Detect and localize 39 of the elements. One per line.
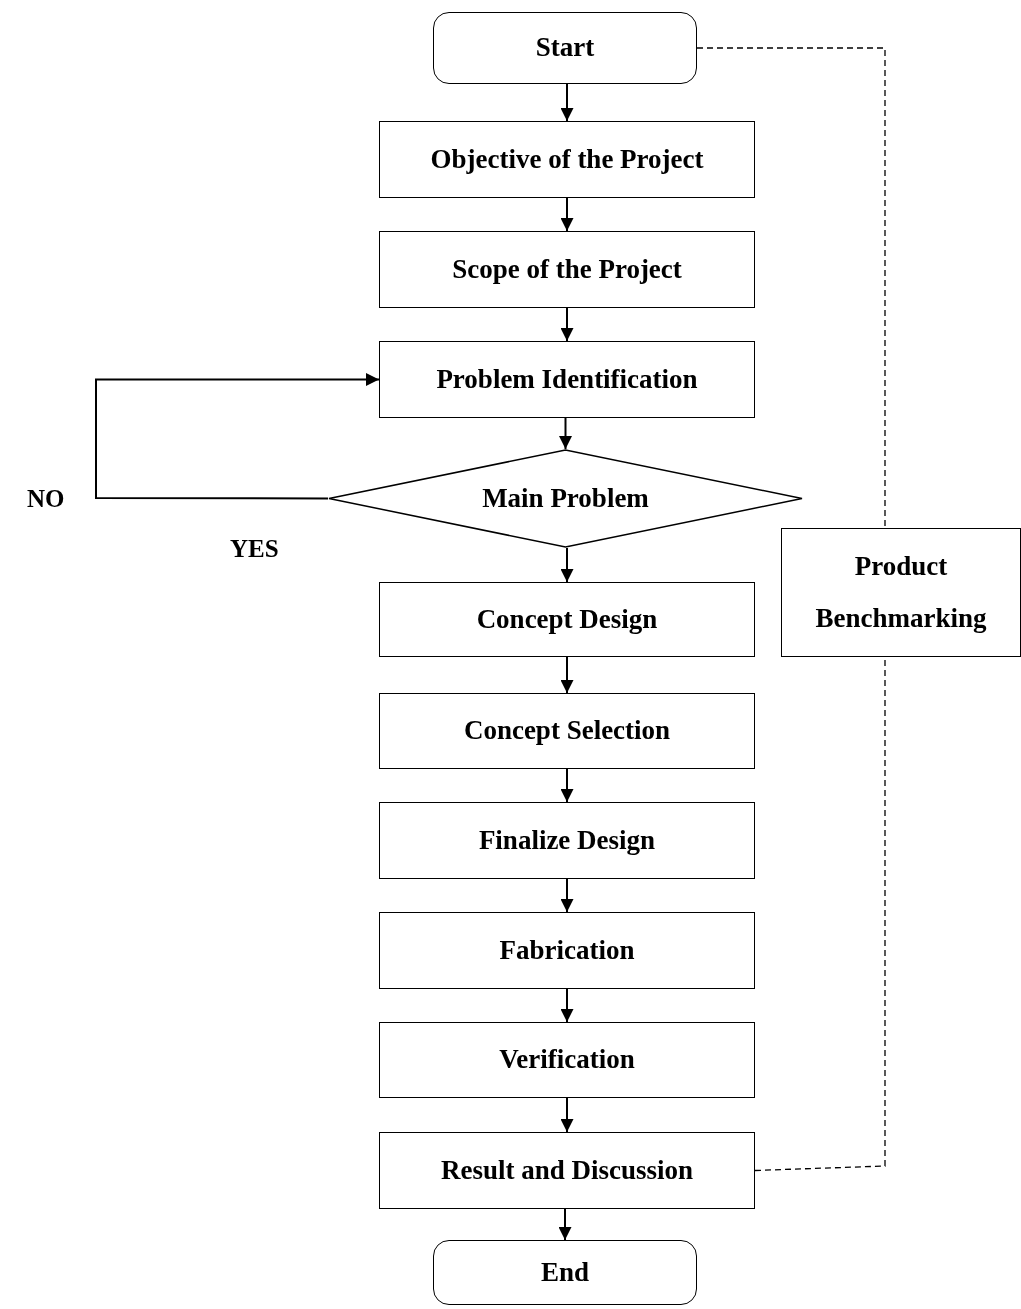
arrow [560,768,574,803]
process-box [379,693,755,769]
arrow [560,656,574,694]
process-box [379,231,755,308]
decision-diamond [328,449,803,548]
terminal-box [433,1240,697,1305]
process-box [379,121,755,198]
arrow [560,547,574,583]
arrow [560,307,574,342]
process-box [379,341,755,418]
terminal-box [433,12,697,84]
node-label: Concept Design [476,602,658,636]
process-box [379,582,755,657]
arrow [560,878,574,913]
node-label: Fabrication [499,933,635,967]
node-label: End [540,1255,589,1289]
arrow [558,1208,572,1241]
arrow [560,197,574,232]
node-label: Problem Identification [436,362,698,396]
node-label: Main Problem [482,481,649,515]
arrow [560,1097,574,1133]
dashed-connector [696,47,886,529]
arrow [560,988,574,1023]
process-box [379,1132,755,1209]
arrow [95,373,380,500]
node-label: Start [535,31,595,65]
node-label: Finalize Design [478,823,656,857]
node-label: Concept Selection [463,714,671,748]
node-label: Verification [499,1043,635,1077]
process-box [379,912,755,989]
node-label: Objective of the Project [430,142,704,176]
node-label: Result and Discussion [440,1153,694,1187]
process-box [379,802,755,879]
arrow [560,83,574,122]
arrow [559,417,572,450]
process-box [781,528,1021,657]
node-label: Product Benchmarking [814,550,988,635]
process-box [379,1022,755,1098]
node-label: Scope of the Project [452,252,682,286]
